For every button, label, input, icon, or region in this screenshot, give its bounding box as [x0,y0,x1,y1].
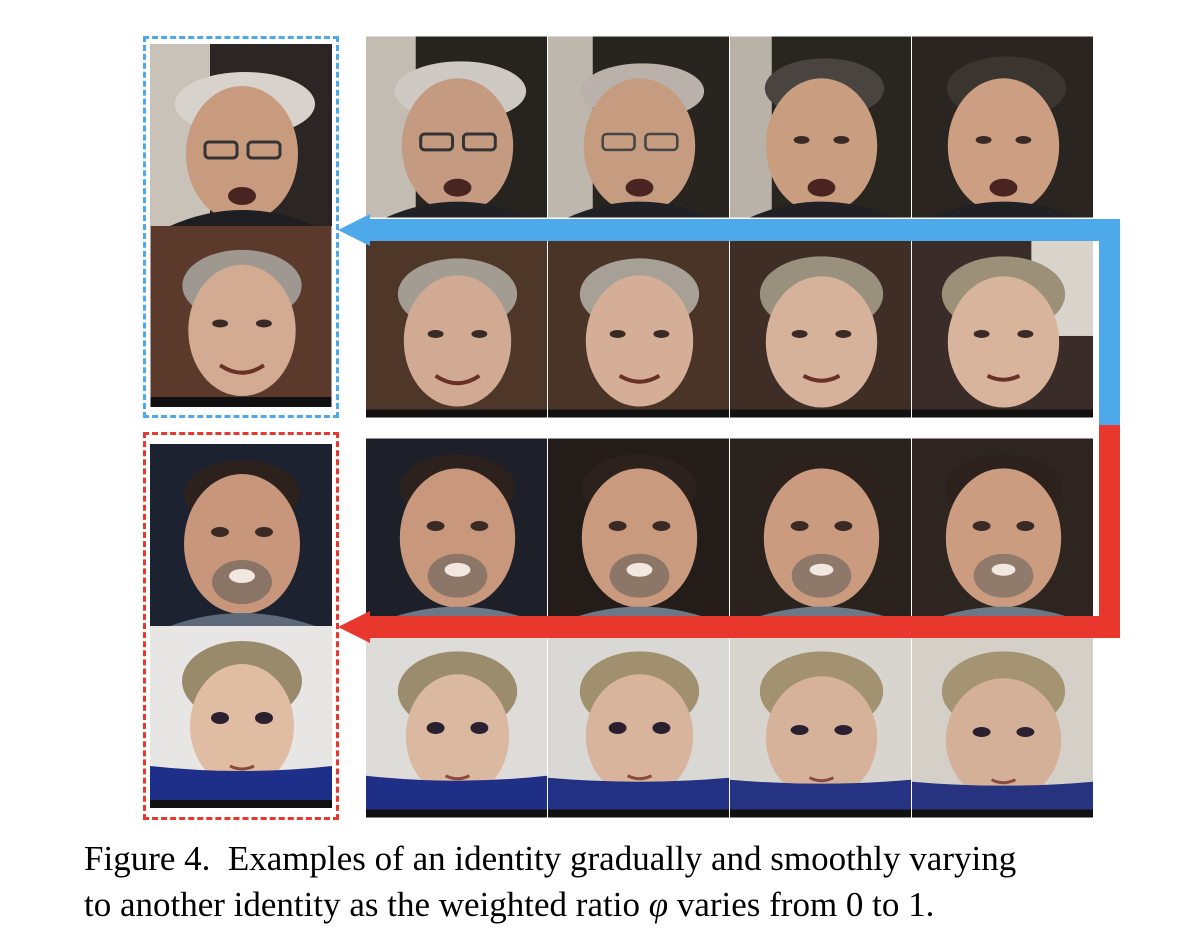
face-row1-step4 [912,36,1093,218]
face-row1-step2 [548,36,729,218]
face-row2-step1 [366,236,547,418]
face-row3-step3 [730,438,911,620]
source-pair-blue-box [143,36,339,418]
caption-text-1: Examples of an identity gradually and sm… [227,839,1017,878]
face-row4-step4 [912,636,1093,818]
caption-text-2a: to another identity as the weighted rati… [84,885,640,924]
face-row2-step3 [730,236,911,418]
face-row3-step1 [366,438,547,620]
face-row4-step2 [548,636,729,818]
caption-line-1: Figure 4. Examples of an identity gradua… [84,836,1184,882]
face-row1-step3 [730,36,911,218]
face-row4-step3 [730,636,911,818]
caption-line-2: to another identity as the weighted rati… [84,882,1184,928]
face-row2-source [150,226,332,407]
face-row4-step1 [366,636,547,818]
face-row2-step4 [912,236,1093,418]
face-row3-step4 [912,438,1093,620]
caption-text-2b: varies from 0 to 1. [676,885,935,924]
face-row3-source [150,444,332,626]
caption-symbol-phi: φ [648,885,669,924]
face-row3-step2 [548,438,729,620]
source-pair-red-box [143,432,339,820]
blue-arrow [338,214,1120,434]
face-row2-step2 [548,236,729,418]
face-row1-source [150,44,332,226]
red-arrow [338,425,1120,643]
face-row4-source [150,626,332,808]
caption-label: Figure 4. [84,839,211,878]
face-row1-step1 [366,36,547,218]
figure-caption: Figure 4. Examples of an identity gradua… [84,836,1184,928]
